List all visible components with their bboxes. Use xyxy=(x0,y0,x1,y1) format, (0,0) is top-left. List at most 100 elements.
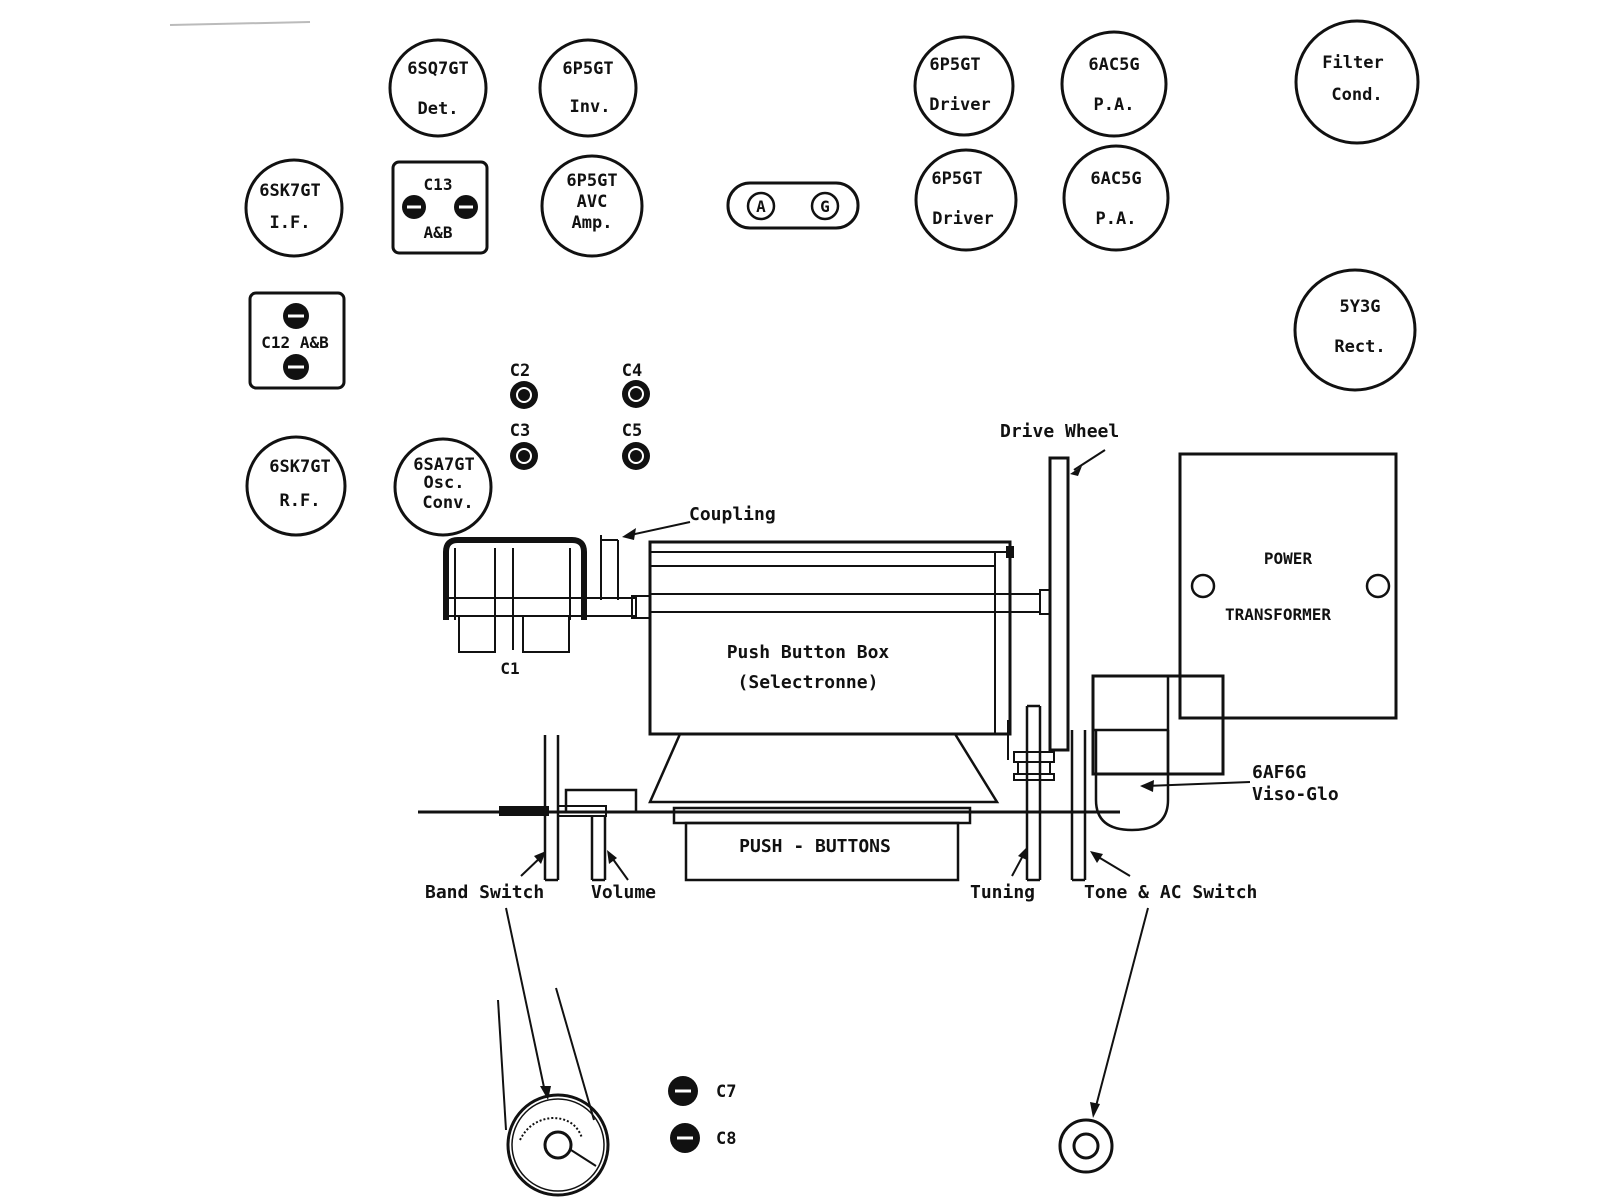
viso-glo-tube[interactable]: 6AF6G Viso-Glo xyxy=(1091,674,1339,832)
coupling[interactable]: Coupling xyxy=(600,504,776,600)
tube-socket-outline xyxy=(245,435,347,537)
tube-function: Det. xyxy=(418,99,459,119)
trimmer-c3[interactable]: C3 xyxy=(510,421,538,470)
band-switch-knob-ring xyxy=(511,1098,605,1192)
tube-6p5gt-inv[interactable]: 6P5GT Inv. xyxy=(538,38,638,138)
antenna-terminal-icon[interactable] xyxy=(746,191,776,221)
tube-function: Osc. xyxy=(424,473,465,493)
tube-function: Rect. xyxy=(1334,337,1385,357)
ground-terminal-label: G xyxy=(820,197,830,216)
push-buttons-label: PUSH - BUTTONS xyxy=(739,836,891,857)
tone-leader xyxy=(1094,854,1131,877)
antenna-terminal-label: A xyxy=(756,197,766,216)
cap-block-title: C12 A&B xyxy=(261,333,329,352)
viso-glo-bulb xyxy=(1094,730,1170,832)
tube-6sk7gt-if[interactable]: 6SK7GT I.F. xyxy=(244,158,344,258)
volume-bracket xyxy=(557,805,607,817)
drive-wheel-leader xyxy=(1073,449,1106,471)
cap-block-outline xyxy=(248,291,346,390)
scan-mark xyxy=(169,21,311,26)
tube-6sk7gt-rf[interactable]: 6SK7GT R.F. xyxy=(245,435,347,537)
viso-glo-bracket xyxy=(1091,674,1225,776)
tube-5y3g-rect[interactable]: 5Y3G Rect. xyxy=(1293,268,1417,392)
trimmer-c7[interactable]: C7 xyxy=(668,1076,736,1106)
tube-socket-outline xyxy=(1062,144,1170,252)
push-button-box[interactable]: Push Button Box (Selectronne) xyxy=(631,540,1040,736)
tube-type: 6P5GT xyxy=(931,169,982,189)
trimmer-screw-icon xyxy=(622,380,650,408)
band-switch-knob-outer xyxy=(506,1093,610,1197)
tube-6p5gt-driver-bottom[interactable]: 6P5GT Driver xyxy=(914,148,1018,252)
push-buttons[interactable]: PUSH - BUTTONS xyxy=(672,806,972,882)
cap-block-title: C13 xyxy=(424,175,453,194)
trimmer-c2[interactable]: C2 xyxy=(510,361,538,409)
gang-condenser-c1[interactable]: C1 xyxy=(443,537,637,678)
cap-block-outline xyxy=(391,160,489,255)
gang-condenser-label: C1 xyxy=(500,659,519,678)
tuning-pulley xyxy=(1013,773,1055,781)
tube-6ac5g-pa-bottom[interactable]: 6AC5G P.A. xyxy=(1062,144,1170,252)
arrow-icon xyxy=(1140,780,1154,792)
tube-6sa7gt-osc-conv[interactable]: 6SA7GT Osc. Conv. xyxy=(393,437,493,537)
tube-function: Driver xyxy=(929,95,990,115)
volume-label: Volume xyxy=(591,882,656,903)
trimmer-c8[interactable]: C8 xyxy=(670,1123,736,1153)
trimmer-label: C7 xyxy=(716,1082,736,1102)
trimmer-slot xyxy=(628,448,644,464)
tube-type: 6P5GT xyxy=(562,59,613,79)
drive-wheel-hub xyxy=(1039,589,1051,615)
tube-type: 6AC5G xyxy=(1088,55,1139,75)
trimmer-c5[interactable]: C5 xyxy=(622,421,650,470)
tube-function-line2: Conv. xyxy=(422,493,473,513)
knob-projection-line xyxy=(497,999,507,1131)
power-transformer[interactable]: POWER TRANSFORMER xyxy=(1178,452,1398,720)
tube-socket-outline xyxy=(388,38,488,138)
trimmer-label: C3 xyxy=(510,421,530,441)
tube-6p5gt-driver-top[interactable]: 6P5GT Driver xyxy=(913,35,1015,137)
band-switch-label: Band Switch xyxy=(425,882,544,903)
drive-bracket xyxy=(1006,546,1014,558)
ground-terminal-icon[interactable] xyxy=(810,191,840,221)
tube-filter-cond[interactable]: Filter Cond. xyxy=(1294,19,1420,145)
tuning-shaft[interactable]: Tuning xyxy=(970,704,1055,903)
push-button-box-label: Push Button Box xyxy=(727,642,890,663)
tube-6p5gt-avc[interactable]: 6P5GT AVC Amp. xyxy=(540,154,644,258)
tube-function-line2: Amp. xyxy=(572,213,613,233)
tube-type: 6P5GT xyxy=(566,171,617,191)
volume-control[interactable]: Volume xyxy=(557,788,656,903)
mounting-hole-icon xyxy=(1190,573,1216,599)
capacitor-block-c12[interactable]: C12 A&B xyxy=(248,291,346,390)
tuning-pulley xyxy=(1017,761,1051,775)
tube-function: Inv. xyxy=(570,97,611,117)
terminal-strip-outline xyxy=(726,181,860,230)
tone-ac-switch-knob[interactable] xyxy=(1058,907,1149,1174)
tube-function: Cond. xyxy=(1331,85,1382,105)
push-button-box-outline xyxy=(648,540,1012,736)
tube-function: Driver xyxy=(932,209,993,229)
push-button-box-sublabel: (Selectronne) xyxy=(738,672,879,693)
tube-socket-outline xyxy=(393,437,493,537)
gang-stator xyxy=(522,615,570,653)
trimmer-c4[interactable]: C4 xyxy=(622,361,650,408)
band-switch-knob[interactable] xyxy=(497,907,610,1197)
arrow-icon xyxy=(622,528,636,540)
tube-type: 6SA7GT xyxy=(413,455,474,475)
tone-ac-switch[interactable]: Tone & AC Switch xyxy=(1070,730,1257,903)
trimmer-slot xyxy=(628,386,644,402)
capacitor-block-c13[interactable]: C13 A&B xyxy=(391,160,489,255)
tone-ac-switch-label: Tone & AC Switch xyxy=(1084,882,1257,903)
knob-pointer xyxy=(570,1149,597,1167)
arrow-icon xyxy=(1018,846,1028,860)
tube-6sq7gt-det[interactable]: 6SQ7GT Det. xyxy=(388,38,488,138)
trimmer-screw-icon xyxy=(510,381,538,409)
drive-wheel-edge xyxy=(1048,456,1070,752)
drive-wheel[interactable]: Drive Wheel xyxy=(1000,421,1119,752)
tube-6ac5g-pa-top[interactable]: 6AC5G P.A. xyxy=(1060,30,1168,138)
tone-knob-outer xyxy=(1058,1118,1114,1174)
antenna-ground-terminal-strip[interactable]: A G xyxy=(726,181,860,230)
band-switch[interactable]: Band Switch xyxy=(425,735,560,903)
drive-wheel-label: Drive Wheel xyxy=(1000,421,1119,442)
tuning-label: Tuning xyxy=(970,882,1035,903)
cap-block-subtitle: A&B xyxy=(424,223,453,242)
